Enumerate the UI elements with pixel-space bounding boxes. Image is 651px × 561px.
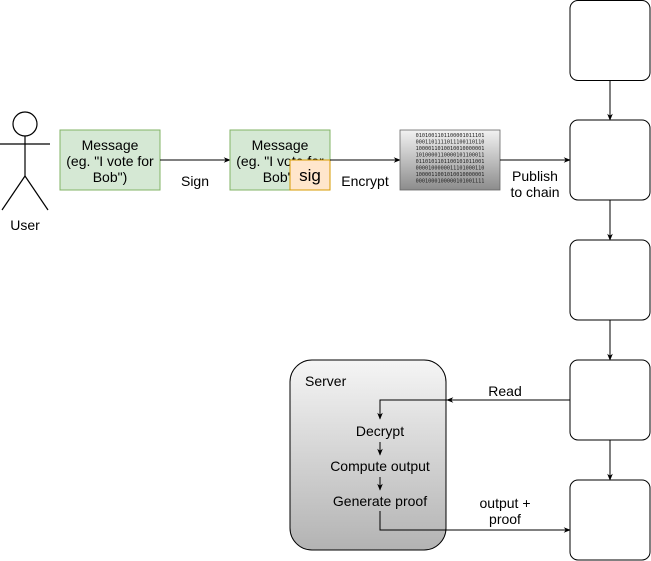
cipher-line-8: 0001000100000101001111 [416, 179, 485, 185]
blockchain [569, 0, 651, 561]
output-proof-label-line-2: proof [489, 511, 521, 527]
signed-message-line-1: Message [252, 137, 309, 153]
message-line-3: Bob") [93, 169, 128, 185]
chain-block-4 [569, 359, 651, 441]
user-leg-right [24, 175, 49, 211]
user-actor: User [0, 111, 50, 233]
user-leg-left [1, 175, 26, 211]
chain-block-1 [569, 0, 651, 81]
encrypt-edge: Encrypt [330, 157, 401, 189]
output-proof-arrow [379, 511, 571, 533]
server-step-decrypt: Decrypt [356, 423, 404, 439]
server-step-proof: Generate proof [333, 493, 427, 509]
read-to-decrypt-arrow [377, 399, 447, 420]
sign-label: Sign [181, 173, 209, 189]
read-label: Read [488, 383, 521, 399]
server-rect [289, 359, 447, 551]
cipher-line-6: 0000100000011101000110 [416, 166, 485, 172]
publish-edge: Publish to chain [500, 157, 571, 200]
publish-label-line-2: to chain [510, 184, 559, 200]
cipher-line-7: 1000011001010010000001 [416, 172, 485, 178]
user-head [12, 111, 38, 137]
publish-label-line-1: Publish [512, 168, 558, 184]
server-title: Server [305, 373, 347, 389]
server-step-compute: Compute output [330, 458, 430, 474]
output-proof-label-line-1: output + [480, 495, 531, 511]
cipher-line-3: 1000011010010010000001 [416, 146, 485, 152]
server-container: Server Decrypt Compute output Generate p… [289, 359, 447, 551]
message-box-rect [59, 129, 161, 191]
output-proof-edge: output + proof [379, 495, 571, 533]
signed-message-box: Message (eg. "I vote for Bob") sig [229, 129, 331, 191]
message-line-2: (eg. "I vote for [66, 153, 154, 169]
user-label: User [10, 217, 40, 233]
ciphertext-rect [399, 129, 501, 191]
chain-block-2 [569, 119, 651, 201]
chain-block-3 [569, 239, 651, 321]
encrypt-label: Encrypt [341, 173, 389, 189]
sig-badge [289, 159, 331, 191]
cipher-line-4: 1010000110000101100011 [416, 153, 485, 159]
signed-message-line-3: Bob") [263, 169, 298, 185]
sig-label: sig [299, 166, 321, 185]
message-box: Message (eg. "I vote for Bob") [59, 129, 161, 191]
message-line-1: Message [82, 137, 139, 153]
cipher-line-2: 0001101111011100110110 [416, 140, 485, 146]
sign-edge: Sign [160, 157, 231, 189]
cipher-line-5: 0110101101100101011001 [416, 159, 485, 165]
chain-block-5 [569, 479, 651, 561]
ciphertext-image: 0101001101100001011101 00011011110111001… [399, 129, 501, 191]
read-edge: Read [377, 383, 570, 420]
cipher-line-1: 0101001101100001011101 [416, 133, 485, 139]
